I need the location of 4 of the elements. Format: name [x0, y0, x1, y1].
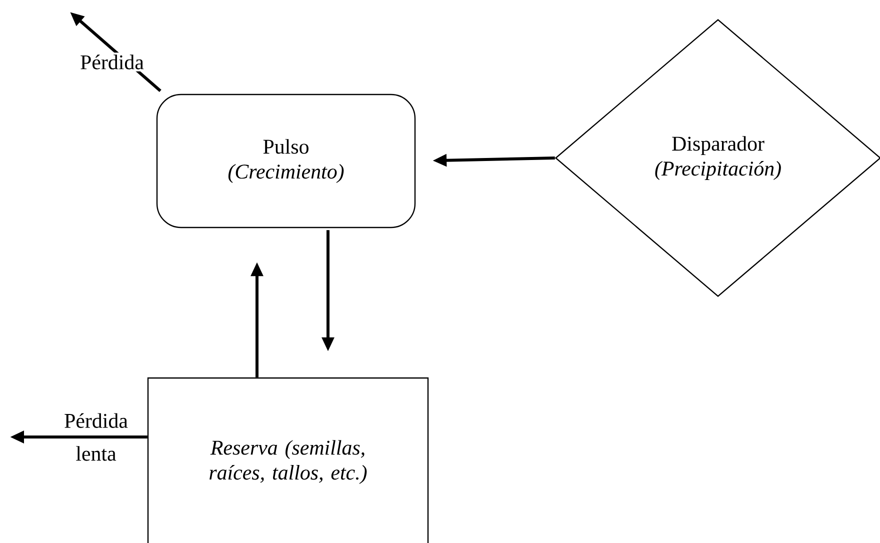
process-box: Reserva (semillas, raíces, tallos, etc.): [147, 377, 429, 543]
edge-label: Pérdida lenta: [64, 413, 128, 461]
rounded-box: Pulso (Crecimiento): [156, 94, 416, 228]
edge-label: Pérdida: [78, 52, 146, 72]
